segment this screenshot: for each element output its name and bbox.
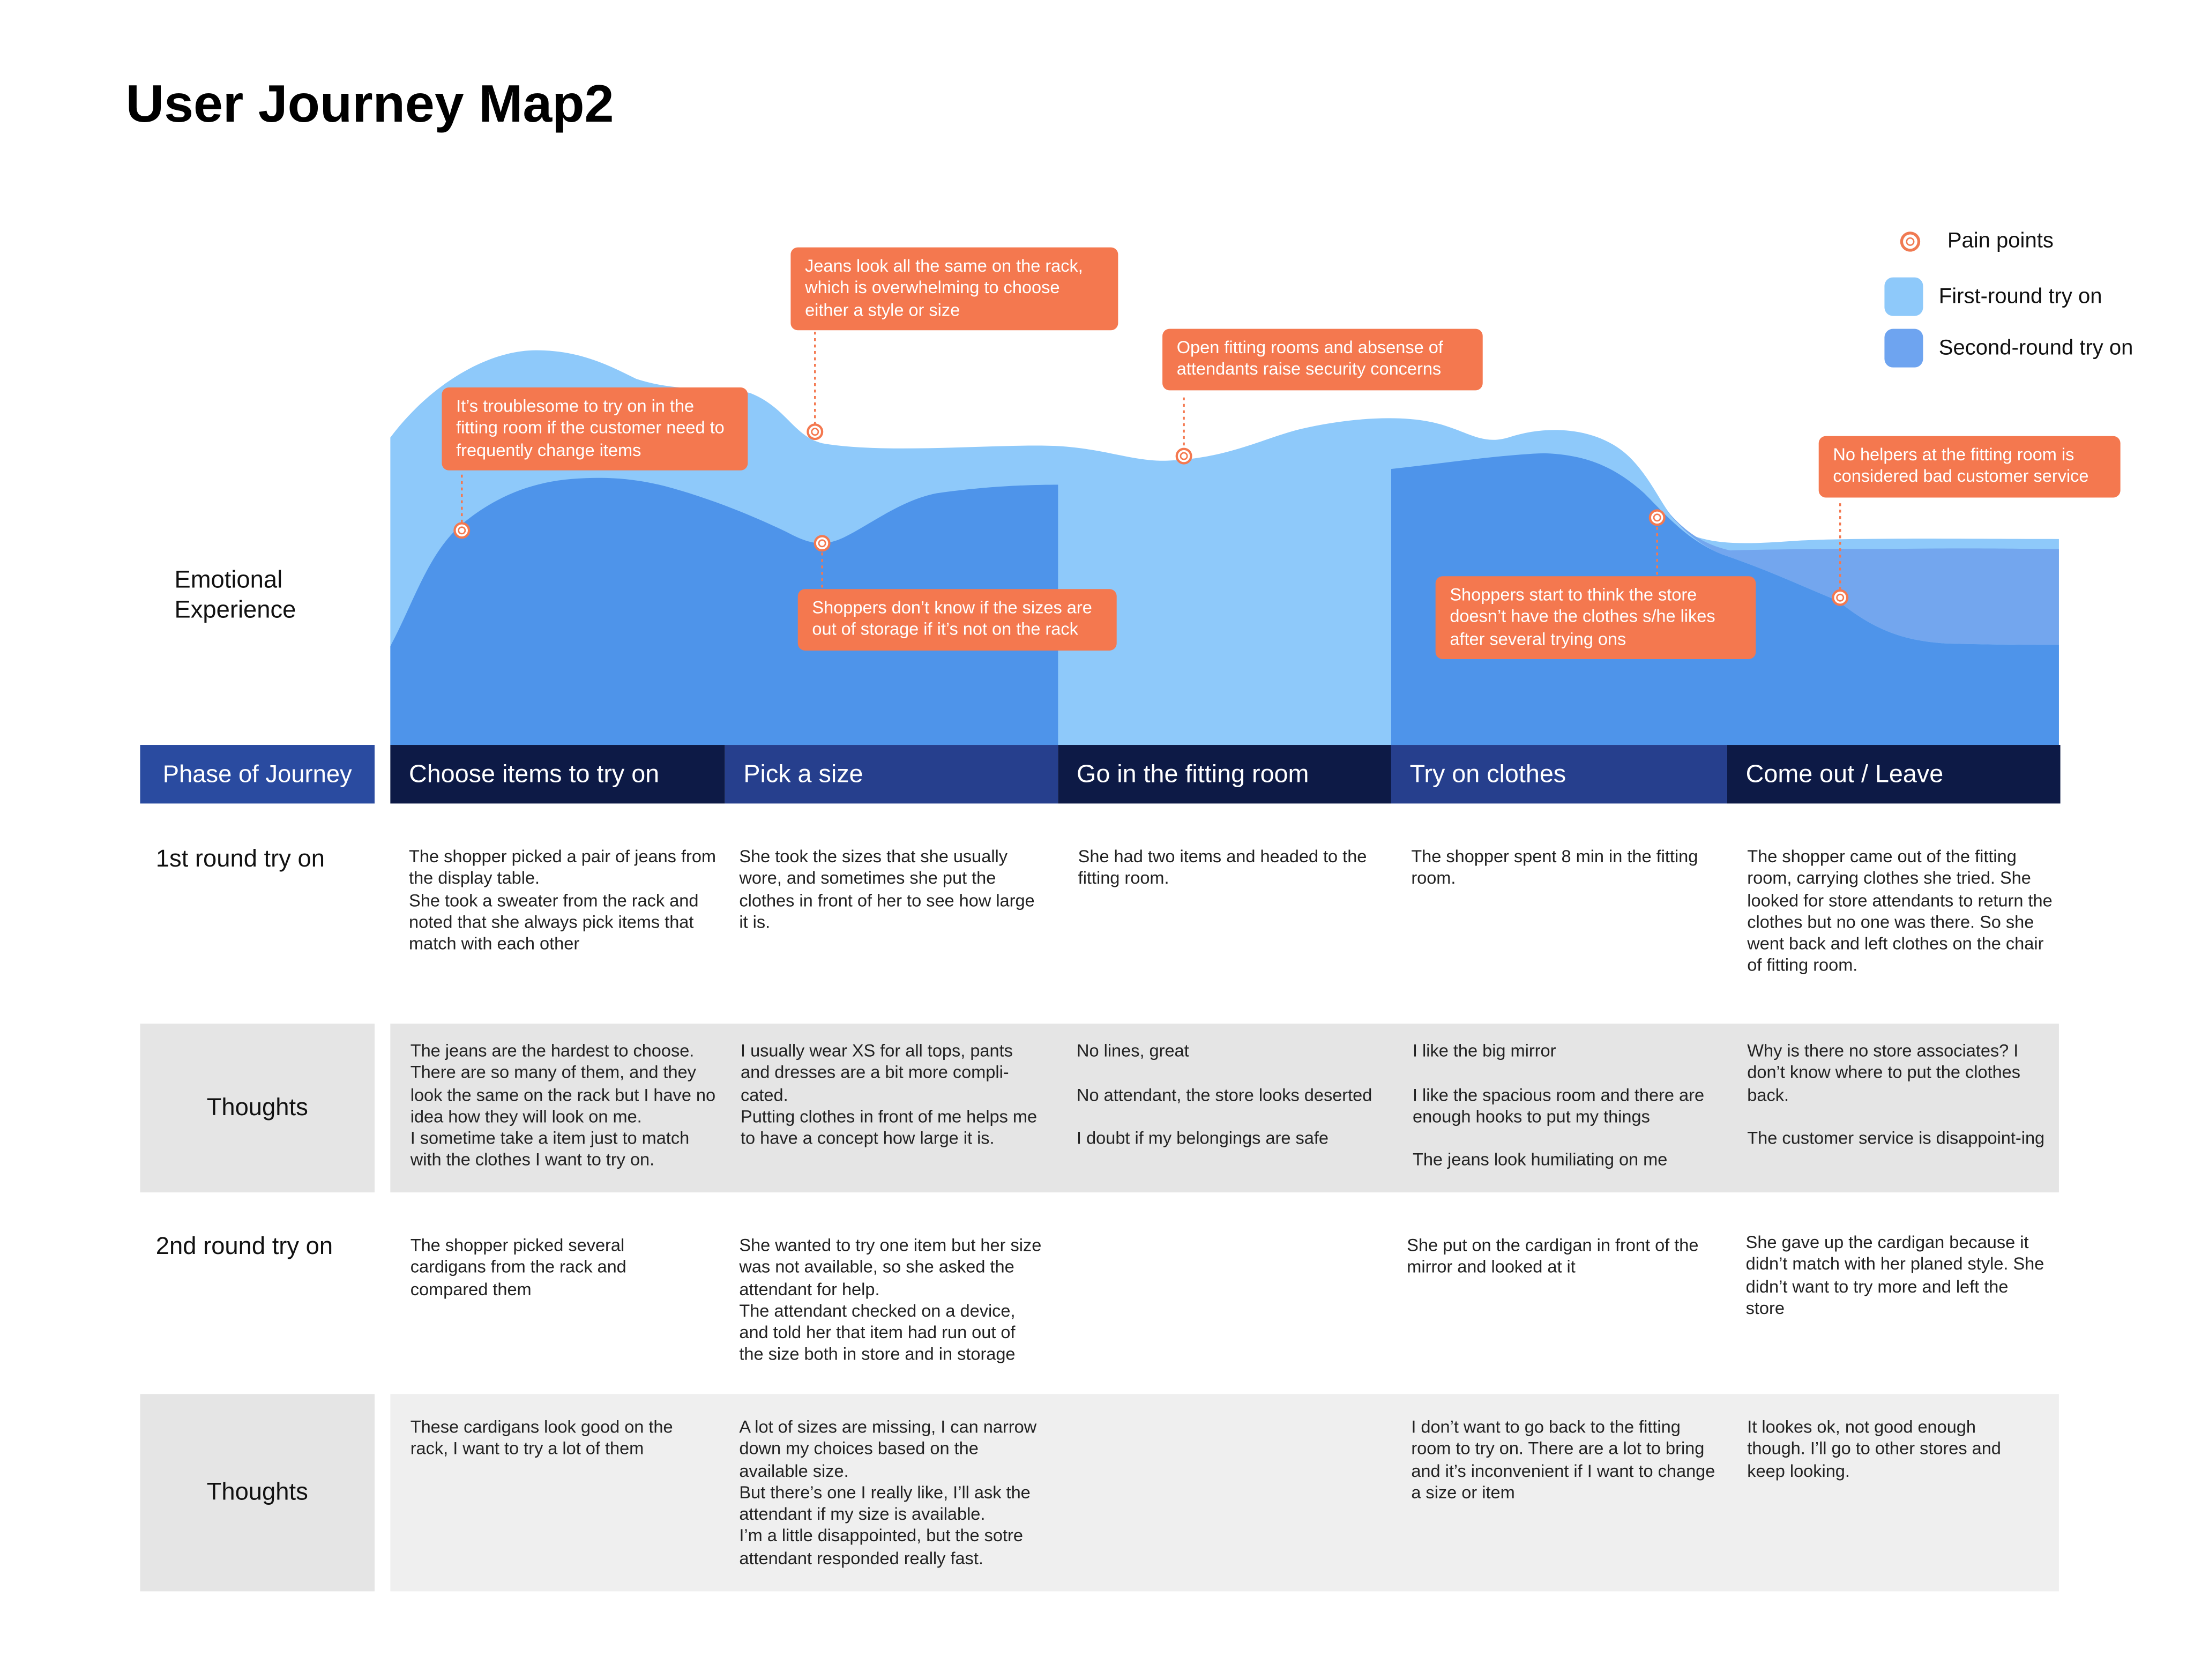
cell-r3-c4: She put on the cardigan in front of the … — [1407, 1235, 1699, 1278]
first-round-swatch — [1884, 277, 1923, 316]
legend-first-round-label: First-round try on — [1938, 284, 2102, 309]
pain-point-icon — [1832, 589, 1849, 606]
pain-callout: Jeans look all the same on the rack, whi… — [790, 247, 1118, 331]
emotional-experience-label: Emotional Experience — [174, 566, 296, 624]
cell-r1-c2: She took the sizes that she usually wore… — [739, 846, 1035, 932]
pain-callout: No helpers at the fitting room is consid… — [1818, 436, 2121, 497]
legend-pain-points: Pain points — [1890, 229, 2054, 253]
pain-point-icon — [453, 522, 471, 539]
pain-callout: Shoppers start to think the store doesn’… — [1435, 576, 1756, 659]
cell-r4-c5: It lookes ok, not good enough though. I’… — [1747, 1416, 2001, 1481]
phase-fitting-room: Go in the fitting room — [1058, 745, 1391, 804]
legend-second-round: Second-round try on — [1884, 328, 2133, 368]
pain-callout: It’s troublesome to try on in the fittin… — [442, 387, 748, 471]
pain-point-icon — [1648, 509, 1666, 526]
cell-r3-c1: The shopper picked several cardigans fro… — [410, 1235, 626, 1300]
cell-r2-c5: Why is there no store associates? I don’… — [1747, 1041, 2045, 1148]
row-label-thoughts-1: Thoughts — [140, 1024, 375, 1193]
pain-point-icon — [807, 423, 824, 440]
phase-try-on: Try on clothes — [1391, 745, 1727, 804]
pain-callout: Open fitting rooms and absense of attend… — [1162, 328, 1483, 390]
pain-point-icon — [814, 535, 831, 552]
cell-r4-c1: These cardigans look good on the rack, I… — [410, 1416, 673, 1459]
legend-pain-label: Pain points — [1947, 228, 2054, 253]
legend-first-round: First-round try on — [1884, 277, 2102, 316]
legend-second-round-label: Second-round try on — [1938, 335, 2133, 361]
emotion-chart — [390, 331, 2059, 745]
row-label-second-round: 2nd round try on — [155, 1232, 333, 1260]
page-title: User Journey Map2 — [125, 74, 614, 133]
cell-r2-c2: I usually wear XS for all tops, pants an… — [741, 1041, 1038, 1148]
row-label-first-round: 1st round try on — [155, 845, 325, 872]
phase-of-journey-label: Phase of Journey — [140, 745, 375, 804]
cell-r1-c1: The shopper picked a pair of jeans from … — [409, 846, 717, 954]
cell-r1-c5: The shopper came out of the fitting room… — [1747, 846, 2053, 976]
row-label-thoughts-2: Thoughts — [140, 1394, 375, 1592]
cell-r2-c1: The jeans are the hardest to choose. The… — [410, 1041, 716, 1170]
cell-r1-c4: The shopper spent 8 min in the fitting r… — [1411, 846, 1698, 888]
phase-pick-size: Pick a size — [725, 745, 1058, 804]
cell-r1-c3: She had two items and headed to the fitt… — [1078, 846, 1367, 888]
pain-callout: Shoppers don’t know if the sizes are out… — [797, 589, 1117, 650]
cell-r3-c2: She wanted to try one item but her size … — [739, 1235, 1042, 1365]
phase-leave: Come out / Leave — [1727, 745, 2061, 804]
cell-r4-c2: A lot of sizes are missing, I can narrow… — [739, 1416, 1037, 1569]
second-round-overlay — [1666, 509, 2059, 645]
pain-point-icon — [1175, 447, 1192, 465]
second-round-swatch — [1884, 328, 1923, 368]
phase-choose-items: Choose items to try on — [390, 745, 725, 804]
second-round-area-1 — [390, 477, 1058, 745]
cell-r3-c5: She gave up the cardigan because it didn… — [1745, 1232, 2044, 1318]
pain-point-icon — [1900, 230, 1921, 251]
thoughts-row-1-bg — [390, 1024, 2059, 1193]
thoughts-row-2-bg — [390, 1394, 2059, 1592]
cell-r4-c4: I don’t want to go back to the fitting r… — [1411, 1416, 1715, 1503]
